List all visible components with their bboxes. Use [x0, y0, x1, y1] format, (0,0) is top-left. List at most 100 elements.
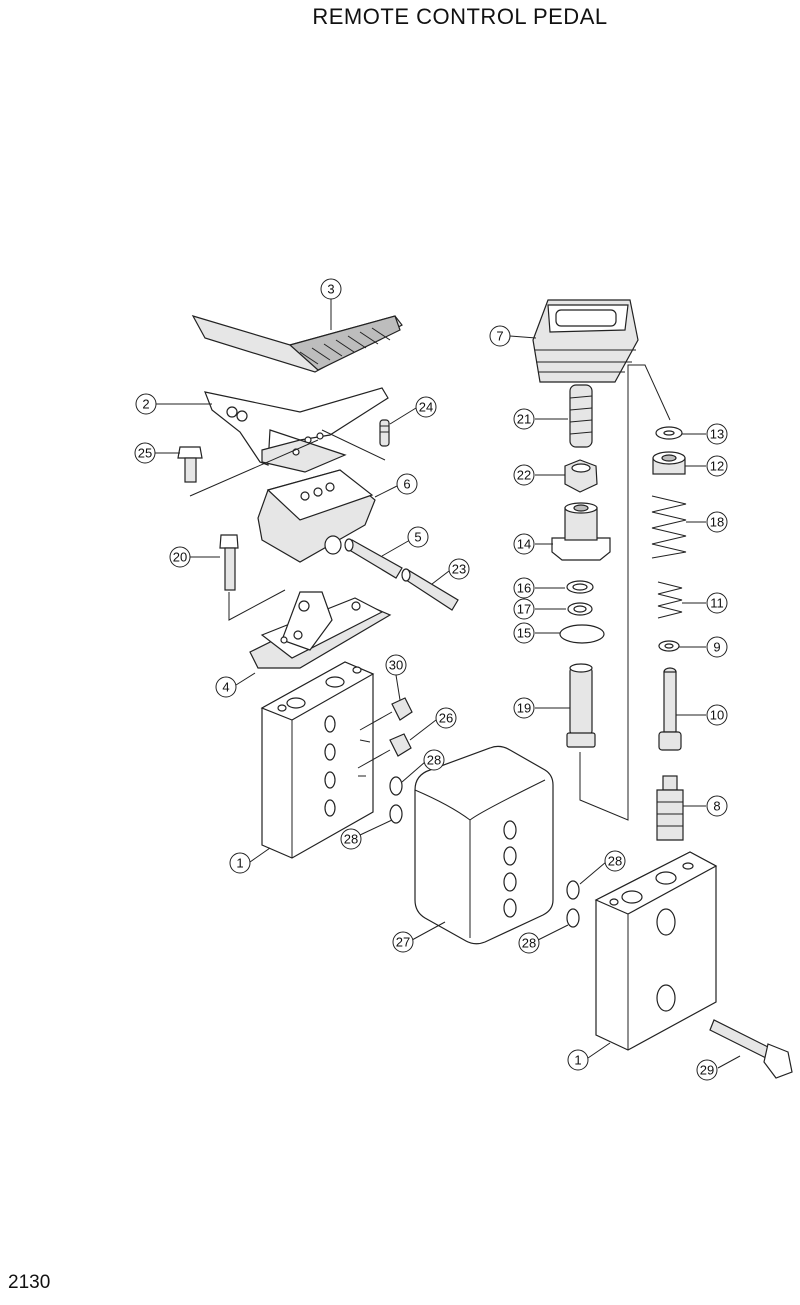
part-23-pin: [401, 568, 459, 611]
svg-text:12: 12: [710, 459, 724, 474]
callout-12: 12: [706, 455, 728, 477]
part-27-cover-block: [414, 745, 554, 945]
part-12-spring-seat: [652, 451, 686, 475]
svg-text:20: 20: [173, 550, 187, 565]
part-14-plug: [551, 502, 611, 561]
svg-text:29: 29: [700, 1063, 714, 1078]
callout-7: 7: [489, 325, 511, 347]
svg-text:19: 19: [517, 701, 531, 716]
part-20-bolt: [219, 534, 286, 621]
callout-27: 27: [392, 931, 414, 953]
callout-1-a: 1: [229, 852, 251, 874]
part-1-body-block-left: [260, 661, 375, 859]
svg-text:28: 28: [522, 936, 536, 951]
svg-text:13: 13: [710, 427, 724, 442]
part-3-pedal-cover: [191, 315, 403, 373]
svg-text:17: 17: [517, 602, 531, 617]
svg-text:28: 28: [427, 753, 441, 768]
svg-text:10: 10: [710, 708, 724, 723]
part-29-bolt: [709, 1019, 793, 1079]
part-22-nut: [564, 459, 598, 493]
callout-23: 23: [448, 558, 470, 580]
part-24-spring-pin: [379, 419, 390, 447]
svg-text:9: 9: [713, 640, 720, 655]
callout-20: 20: [169, 546, 191, 568]
leader-lines: [155, 298, 741, 1069]
part-10-spool: [658, 667, 682, 751]
callout-5: 5: [407, 526, 429, 548]
svg-text:28: 28: [608, 854, 622, 869]
svg-text:7: 7: [496, 329, 503, 344]
callout-10: 10: [706, 704, 728, 726]
part-13-washer: [655, 426, 683, 440]
svg-text:3: 3: [327, 282, 334, 297]
part-9-washer: [658, 640, 680, 652]
svg-text:27: 27: [396, 935, 410, 950]
callout-21: 21: [513, 408, 535, 430]
callout-9: 9: [706, 636, 728, 658]
callout-30: 30: [385, 654, 407, 676]
svg-text:28: 28: [344, 832, 358, 847]
svg-text:21: 21: [517, 412, 531, 427]
part-7-boot: [532, 299, 639, 383]
part-21-spring: [569, 384, 593, 448]
callout-2: 2: [135, 393, 157, 415]
part-8-stopper: [656, 775, 684, 841]
svg-text:22: 22: [517, 468, 531, 483]
part-26-plug: [357, 733, 412, 777]
callout-28-b: 28: [340, 828, 362, 850]
part-1-body-block-right: [594, 851, 718, 1051]
svg-text:23: 23: [452, 562, 466, 577]
callout-18: 18: [706, 511, 728, 533]
svg-text:2: 2: [142, 397, 149, 412]
callout-13: 13: [706, 423, 728, 445]
callout-4: 4: [215, 676, 237, 698]
part-16-17-15-seals: [559, 580, 605, 644]
callout-19: 19: [513, 697, 535, 719]
callout-26: 26: [435, 707, 457, 729]
part-19-plunger: [566, 364, 671, 821]
part-11-spring: [657, 581, 683, 619]
callout-16: 16: [513, 577, 535, 599]
svg-text:1: 1: [574, 1053, 581, 1068]
callout-3: 3: [320, 278, 342, 300]
callout-8: 8: [706, 795, 728, 817]
callout-24: 24: [415, 396, 437, 418]
svg-text:25: 25: [138, 446, 152, 461]
svg-text:16: 16: [517, 581, 531, 596]
part-6-bracket: [257, 469, 376, 563]
callout-28-d: 28: [518, 932, 540, 954]
callout-1-b: 1: [567, 1049, 589, 1071]
part-18-spring: [651, 495, 687, 559]
part-5-pin: [344, 538, 403, 579]
part-30-plug: [359, 697, 413, 743]
svg-text:24: 24: [419, 400, 433, 415]
diagram-title: REMOTE CONTROL PEDAL: [312, 4, 608, 29]
svg-text:15: 15: [517, 626, 531, 641]
svg-text:4: 4: [222, 680, 229, 695]
part-28-o-ring-right: [566, 880, 580, 928]
svg-text:6: 6: [403, 477, 410, 492]
svg-text:8: 8: [713, 799, 720, 814]
callout-6: 6: [396, 473, 418, 495]
callout-29: 29: [696, 1059, 718, 1081]
part-2-pedal: [189, 387, 389, 497]
callout-28-a: 28: [423, 749, 445, 771]
part-28-o-ring-left: [389, 776, 403, 824]
callout-11: 11: [706, 592, 728, 614]
callout-25: 25: [134, 442, 156, 464]
part-4-plate: [249, 591, 392, 669]
svg-text:26: 26: [439, 711, 453, 726]
callout-14: 14: [513, 533, 535, 555]
svg-text:30: 30: [389, 658, 403, 673]
svg-text:11: 11: [710, 596, 724, 611]
callout-22: 22: [513, 464, 535, 486]
svg-text:5: 5: [414, 530, 421, 545]
callout-15: 15: [513, 622, 535, 644]
part-25-bolt: [177, 446, 203, 483]
page-number: 2130: [8, 1272, 51, 1293]
svg-text:18: 18: [710, 515, 724, 530]
callout-17: 17: [513, 598, 535, 620]
callout-28-c: 28: [604, 850, 626, 872]
